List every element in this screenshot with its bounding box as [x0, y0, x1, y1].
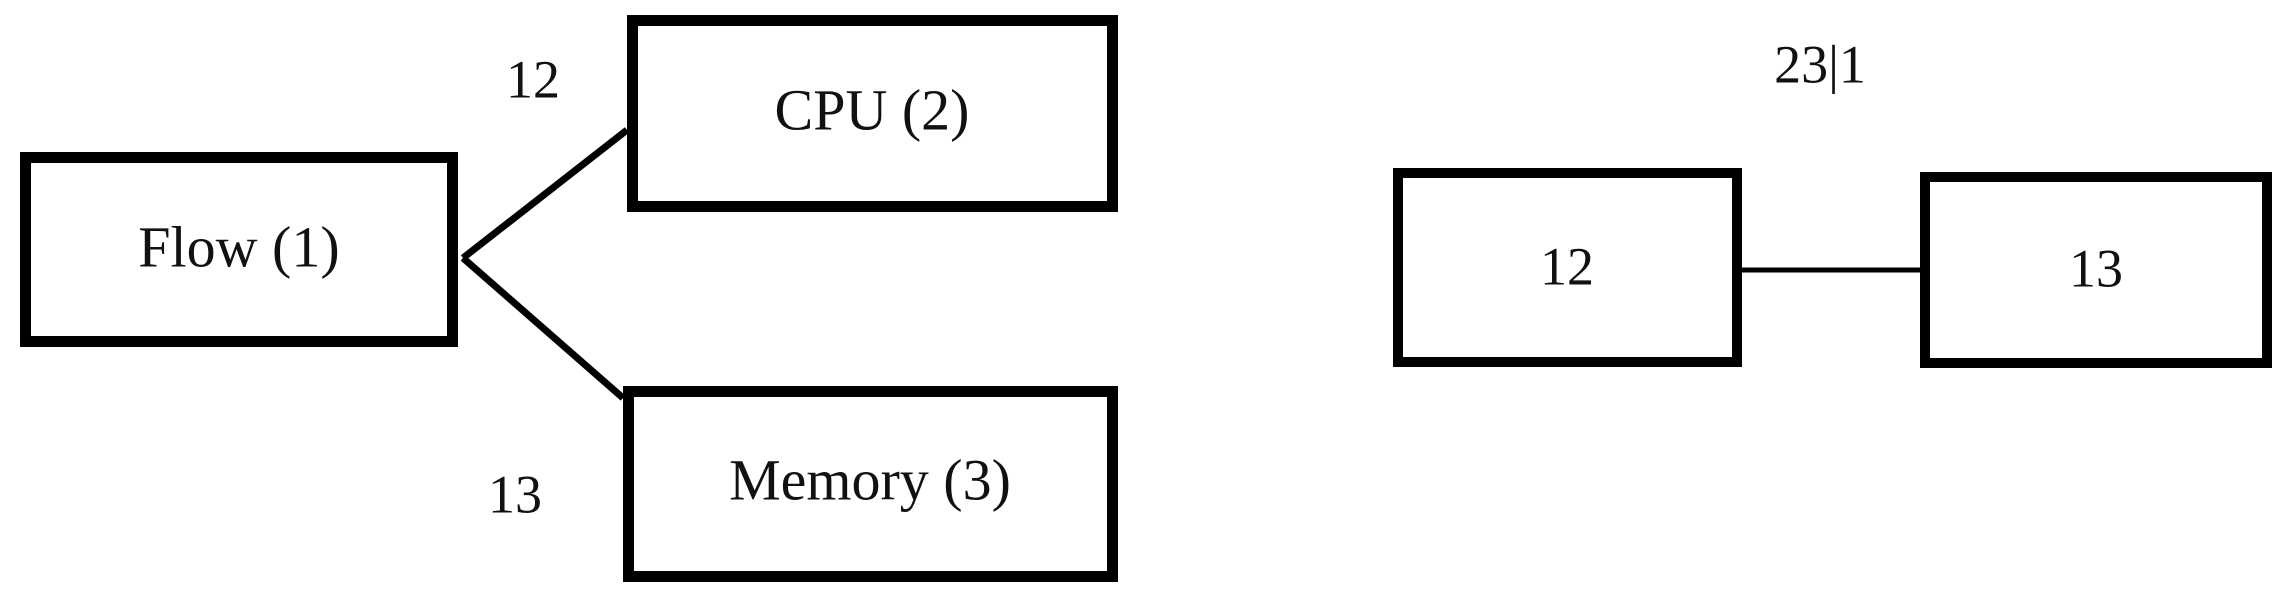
- node-13-rect[interactable]: [1920, 172, 2272, 368]
- node-memory-rect[interactable]: [623, 386, 1118, 582]
- edge-label-12: 12: [506, 49, 560, 109]
- node-memory-label: Memory (3): [729, 447, 1011, 512]
- pair-title-label: 23|1: [1774, 34, 1866, 94]
- node-12[interactable]: 12: [1393, 168, 1742, 367]
- edge-flow-cpu-line: [460, 127, 630, 261]
- node-13-label: 13: [2069, 238, 2123, 298]
- node-12-rect[interactable]: [1393, 168, 1742, 367]
- left-diagram-nodes: Flow (1) CPU (2) Memory (3): [20, 15, 1118, 582]
- node-flow-label: Flow (1): [138, 214, 339, 279]
- edge-flow-memory-line: [460, 255, 626, 401]
- node-12-label: 12: [1540, 236, 1594, 296]
- node-cpu-label: CPU (2): [775, 77, 970, 142]
- node-13[interactable]: 13: [1920, 172, 2272, 368]
- left-diagram-edge-labels: 12 13: [488, 49, 560, 524]
- right-diagram: 23|1 12 13: [1393, 34, 2272, 368]
- node-cpu[interactable]: CPU (2): [627, 15, 1118, 212]
- node-memory[interactable]: Memory (3): [623, 386, 1118, 582]
- node-flow-rect[interactable]: [20, 152, 458, 347]
- node-flow[interactable]: Flow (1): [20, 152, 458, 347]
- left-diagram-edges: [460, 127, 630, 401]
- node-cpu-rect[interactable]: [627, 15, 1118, 212]
- edge-label-13: 13: [488, 464, 542, 524]
